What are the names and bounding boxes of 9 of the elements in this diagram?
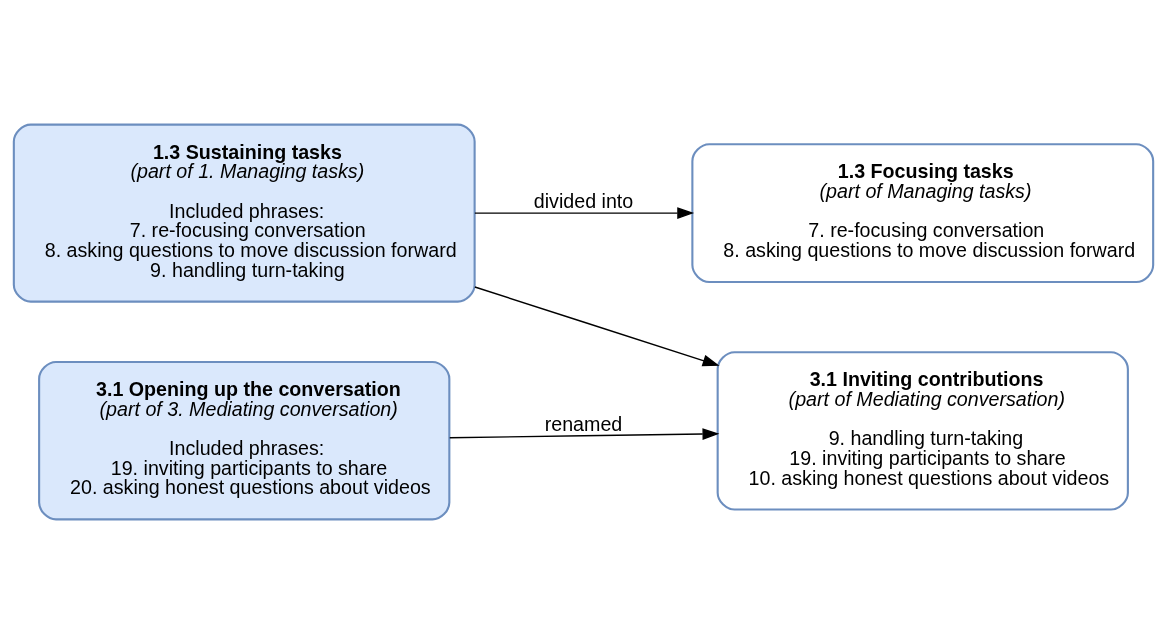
node-box: 1.3 Sustaining tasks (part of 1. Managing tasks) Included phrases: 7. re-focusing conversation 8. asking questions to move discussion forward 9. handling turn-taking [12, 123, 476, 303]
arrow [474, 285, 720, 366]
arrow [449, 427, 720, 440]
node-box: 1.3 Focusing tasks (part of Managing tasks) 7. re-focusing conversation 8. asking questions to move discussion forward [691, 142, 1155, 283]
arrow [474, 206, 695, 219]
edge-label: divided into [533, 189, 634, 212]
node-box: 3.1 Opening up the conversation (part of 3. Mediating conversation) Included phrases: 19. inviting participants to share 20. asking honest questions about videos [38, 360, 451, 520]
edge-label: renamed [544, 412, 623, 435]
node-box: 3.1 Inviting contributions (part of Mediating conversation) 9. handling turn-taking 19. inviting participants to share 10. asking honest questions about videos [716, 350, 1129, 511]
